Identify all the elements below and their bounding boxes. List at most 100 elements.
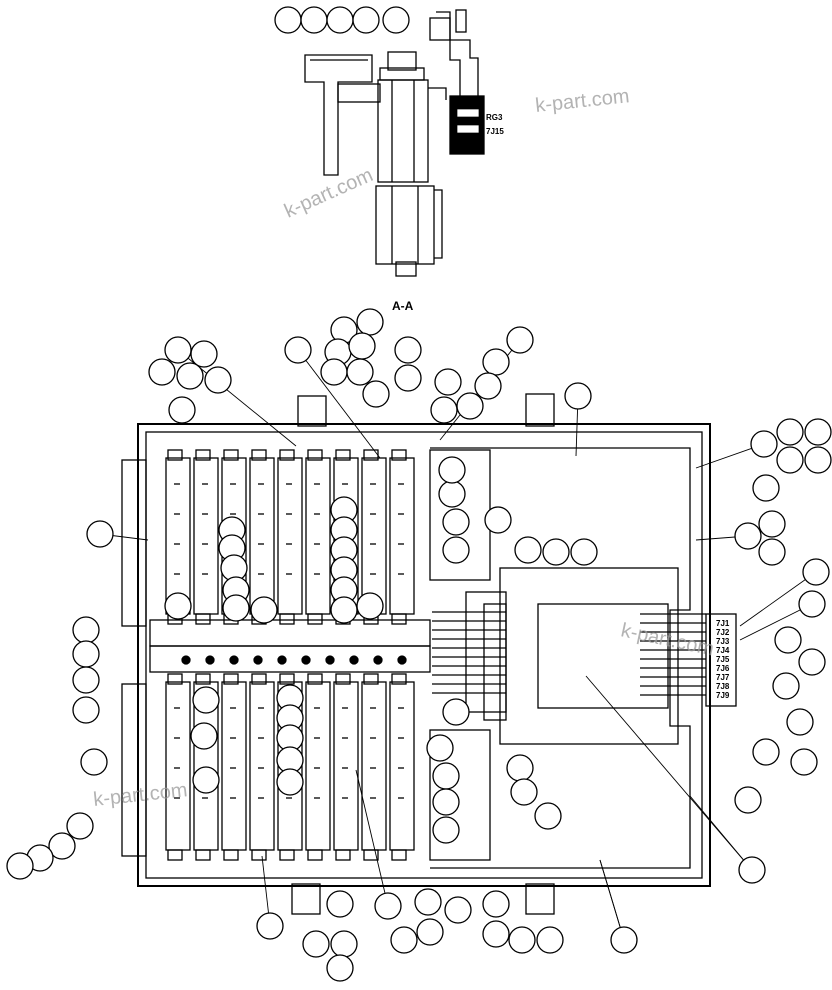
callout-bubble: [484, 506, 512, 534]
callout-bubble: [802, 558, 830, 586]
leader-line: [739, 571, 817, 627]
module-terminal: [307, 673, 323, 685]
callout-bubble: [506, 754, 534, 782]
callout-bubble: [474, 372, 502, 400]
module-terminal: [391, 673, 407, 685]
rail-fitting: [229, 655, 239, 665]
callout-bubble: [326, 890, 354, 918]
callout-bubble: [382, 6, 410, 34]
module-terminal: [279, 449, 295, 461]
callout-bubble: [734, 786, 762, 814]
callout-bubble: [734, 522, 762, 550]
callout-bubble: [48, 832, 76, 860]
leader-line: [599, 859, 625, 941]
callout-bubble: [508, 926, 536, 954]
terminal-label: 7J8: [716, 682, 730, 691]
callout-bubble: [192, 766, 220, 794]
callout-bubble: [168, 396, 196, 424]
callout-bubble: [66, 812, 94, 840]
callout-bubble: [222, 594, 250, 622]
section-view-a-a: [304, 9, 485, 277]
module-terminal: [279, 673, 295, 685]
callout-bubble: [514, 536, 542, 564]
capacitor-module: [165, 681, 191, 851]
callout-bubble: [758, 538, 786, 566]
callout-bubble: [330, 930, 358, 958]
module-terminal: [307, 613, 323, 625]
rail-fitting: [397, 655, 407, 665]
callout-bubble: [250, 596, 278, 624]
callout-bubble: [776, 418, 804, 446]
callout-bubble: [750, 430, 778, 458]
callout-bubble: [256, 912, 284, 940]
terminal-label: 7J3: [716, 637, 730, 646]
module-terminal: [195, 849, 211, 861]
callout-bubble: [426, 734, 454, 762]
callout-bubble: [798, 590, 826, 618]
module-terminal: [335, 673, 351, 685]
callout-bubble: [394, 364, 422, 392]
callout-bubble: [352, 6, 380, 34]
callout-bubble: [326, 6, 354, 34]
capacitor-module: [361, 457, 387, 615]
watermark-4: k-part.com: [92, 779, 188, 811]
module-terminal: [223, 673, 239, 685]
module-terminal: [223, 849, 239, 861]
module-terminal: [363, 673, 379, 685]
terminal-label: 7J5: [716, 655, 730, 664]
callout-bubble: [542, 538, 570, 566]
capacitor-module: [249, 457, 275, 615]
callout-bubble: [348, 332, 376, 360]
module-terminal: [335, 849, 351, 861]
callout-bubble: [190, 340, 218, 368]
callout-bubble: [432, 762, 460, 790]
capacitor-modules: [165, 449, 415, 861]
capacitor-module: [389, 457, 415, 615]
terminal-label: 7J4: [716, 646, 730, 655]
module-terminal: [223, 449, 239, 461]
callout-bubble: [610, 926, 638, 954]
rail-fitting: [253, 655, 263, 665]
callout-bubble: [772, 672, 800, 700]
callout-bubble: [804, 446, 832, 474]
capacitor-module: [193, 457, 219, 615]
callout-bubble: [482, 348, 510, 376]
leader-line: [585, 675, 753, 871]
callout-bubble: [786, 708, 814, 736]
callout-bubble: [284, 336, 312, 364]
module-terminal: [195, 613, 211, 625]
callout-bubble: [482, 920, 510, 948]
capacitor-module: [305, 457, 331, 615]
callout-bubble: [192, 686, 220, 714]
module-terminal: [251, 849, 267, 861]
callout-bubble: [752, 474, 780, 502]
callout-bubble: [438, 480, 466, 508]
callout-bubble: [510, 778, 538, 806]
module-terminal: [307, 449, 323, 461]
callout-bubble: [416, 918, 444, 946]
callout-bubble: [776, 446, 804, 474]
callout-bubble: [86, 520, 114, 548]
callout-bubble: [72, 666, 100, 694]
callout-bubble: [330, 596, 358, 624]
module-terminal: [391, 613, 407, 625]
callout-bubble: [738, 856, 766, 884]
small-label-rg3: RG3: [486, 113, 503, 122]
callout-bubble: [438, 456, 466, 484]
module-terminal: [195, 449, 211, 461]
module-terminal: [167, 449, 183, 461]
capacitor-module: [165, 457, 191, 615]
callout-bubble: [72, 616, 100, 644]
module-terminal: [279, 613, 295, 625]
callout-bubble: [442, 536, 470, 564]
callout-bubble: [320, 358, 348, 386]
callout-bubble: [176, 362, 204, 390]
callout-bubble: [506, 326, 534, 354]
rail-fitting: [349, 655, 359, 665]
rail-fitting: [181, 655, 191, 665]
callout-bubble: [536, 926, 564, 954]
watermark-1: k-part.com: [534, 85, 630, 117]
